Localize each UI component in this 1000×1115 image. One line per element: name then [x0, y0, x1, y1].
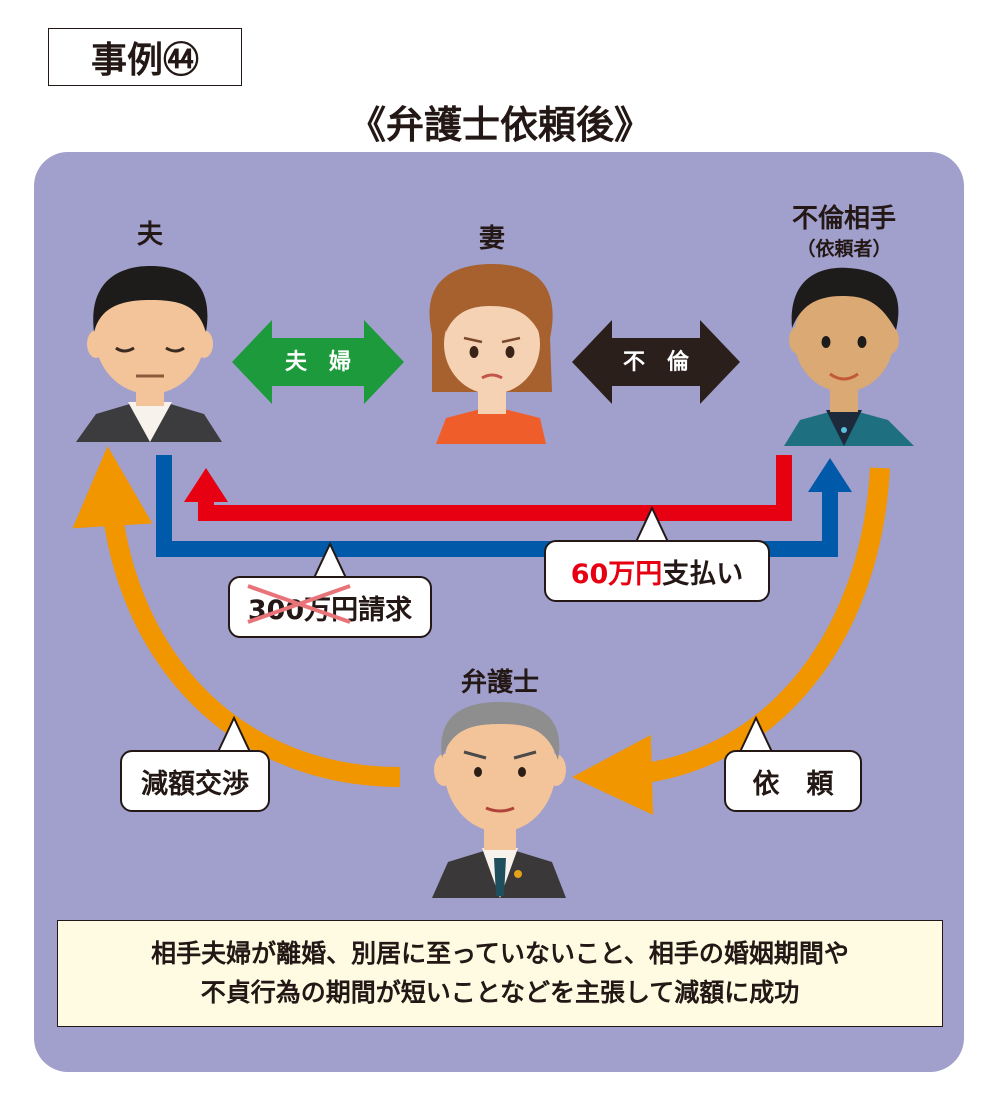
request-callout: 依 頼 — [724, 750, 862, 812]
negotiation-arrow — [72, 446, 401, 787]
payment-callout: 60万円 支払い — [544, 540, 770, 602]
partner-role-label: （依頼者） — [796, 238, 892, 260]
affair-label: 不 倫 — [622, 350, 689, 375]
result-note-line-2: 不貞行為の期間が短いことなどを主張して減額に成功 — [200, 977, 800, 1007]
wife-avatar-icon — [429, 264, 553, 444]
husband-label: 夫 — [136, 220, 163, 250]
partner-label: 不倫相手 — [791, 204, 896, 234]
negotiation-callout: 減額交渉 — [120, 750, 270, 812]
case-label: 事例㊹ — [48, 28, 242, 86]
result-note-line-1: 相手夫婦が離婚、別居に至っていないこと、相手の婚姻期間や — [151, 938, 849, 968]
payment-suffix: 支払い — [662, 558, 744, 590]
payment-amount: 60万円 — [570, 558, 663, 590]
payment-line — [198, 455, 792, 521]
demand-callout: 300万円 請求 — [228, 576, 432, 638]
husband-avatar-icon — [76, 266, 222, 442]
demand-suffix: 請求 — [358, 594, 413, 626]
lawyer-avatar-icon — [432, 702, 566, 898]
demand-amount-struck: 300万円 — [247, 583, 359, 627]
lawyer-label: 弁護士 — [460, 668, 539, 698]
wife-label: 妻 — [478, 224, 505, 254]
strike-cross-icon — [247, 583, 351, 624]
married-label: 夫 婦 — [284, 350, 351, 375]
demand-arrowhead — [808, 458, 852, 492]
demand-line — [156, 455, 838, 557]
payment-arrowhead — [184, 468, 228, 502]
page-title: 《弁護士依頼後》 — [347, 103, 652, 147]
result-note: 相手夫婦が離婚、別居に至っていないこと、相手の婚姻期間や 不貞行為の期間が短いこ… — [57, 920, 943, 1027]
demand-amount: 300万円 — [247, 594, 359, 626]
request-arrow — [572, 467, 890, 815]
partner-avatar-icon — [784, 267, 914, 446]
married-arrow — [232, 320, 404, 404]
affair-arrow — [572, 320, 740, 404]
